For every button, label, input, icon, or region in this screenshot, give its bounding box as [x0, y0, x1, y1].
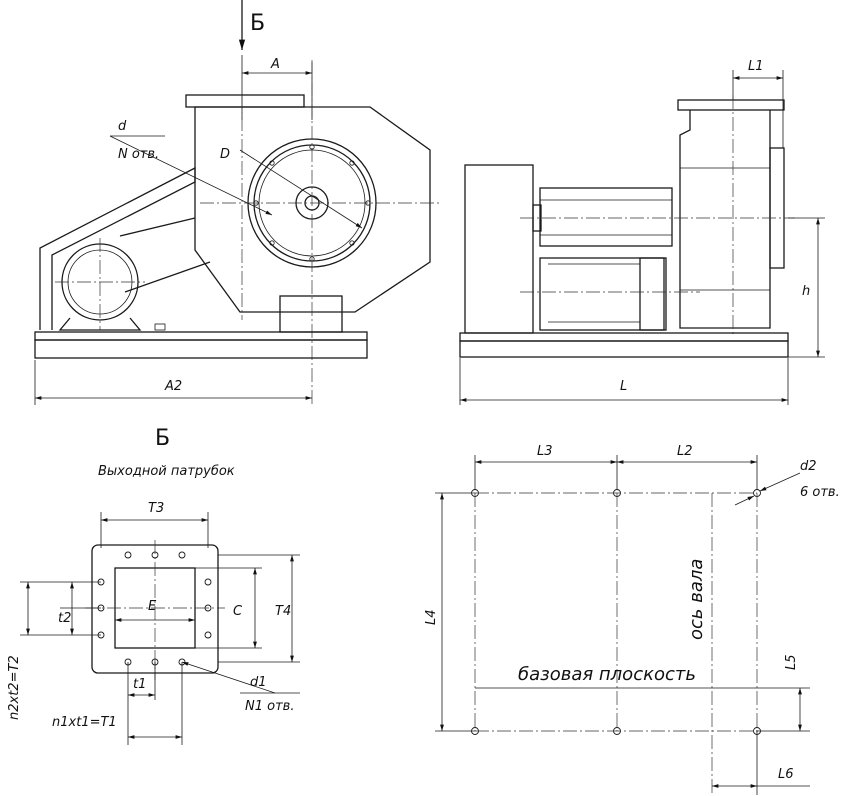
belt-guard [39, 166, 196, 330]
label-6-holes: 6 отв. [800, 485, 840, 500]
bearing-block [279, 295, 343, 333]
shaft-housing [539, 187, 673, 247]
side-motor [539, 257, 665, 331]
shaft-axis-label: ось вала [686, 559, 707, 640]
dim-A2: A2 [164, 379, 182, 394]
section-label-top: Б [250, 11, 265, 36]
dim-L3: L3 [537, 444, 553, 459]
outlet-subtitle: Выходной патрубок [98, 464, 235, 479]
dim-L: L [620, 379, 627, 394]
label-d1: d1 [250, 675, 267, 690]
dim-h: h [802, 284, 810, 299]
dim-t1: t1 [133, 677, 146, 692]
dim-D: D [220, 147, 230, 162]
dim-n2: n2xt2=T2 [7, 655, 22, 720]
side-outlet-flange [677, 99, 785, 111]
dim-t2: t2 [58, 611, 71, 626]
outlet-view: Б Выходной патрубок T3 E C T4 [7, 426, 300, 745]
side-base-top [459, 332, 789, 342]
dim-n1: n1xt1=T1 [52, 715, 117, 730]
outlet-flange [185, 94, 305, 108]
front-view: Б A D d N отв. [34, 0, 440, 405]
dim-T4: T4 [275, 604, 291, 619]
outlet-title: Б [155, 426, 170, 451]
dim-A: A [270, 57, 280, 72]
d2-leader [759, 472, 801, 492]
side-view: L1 h L [459, 59, 825, 405]
label-d: d [118, 119, 127, 134]
base-plan-view: L3 L2 d2 6 отв. L4 ось вала базовая плос… [424, 444, 840, 795]
dim-C: C [233, 604, 243, 619]
holes-leader [109, 135, 273, 216]
dim-D-line [239, 149, 363, 229]
dim-L2: L2 [677, 444, 693, 459]
fan-housing [194, 106, 431, 313]
base-frame-top [34, 331, 368, 341]
label-N: N отв. [118, 147, 159, 162]
dim-L4: L4 [424, 609, 439, 625]
dim-L1: L1 [748, 59, 764, 74]
side-guard-box [464, 164, 534, 334]
d1-leader [181, 661, 276, 694]
dim-T3: T3 [148, 501, 164, 516]
label-d2: d2 [800, 459, 817, 474]
dim-E: E [148, 599, 157, 614]
dim-L5: L5 [784, 654, 799, 670]
label-N1: N1 отв. [245, 699, 294, 714]
side-casing [679, 110, 771, 329]
dim-L6: L6 [778, 767, 794, 782]
base-plane-label: базовая плоскость [518, 664, 696, 685]
